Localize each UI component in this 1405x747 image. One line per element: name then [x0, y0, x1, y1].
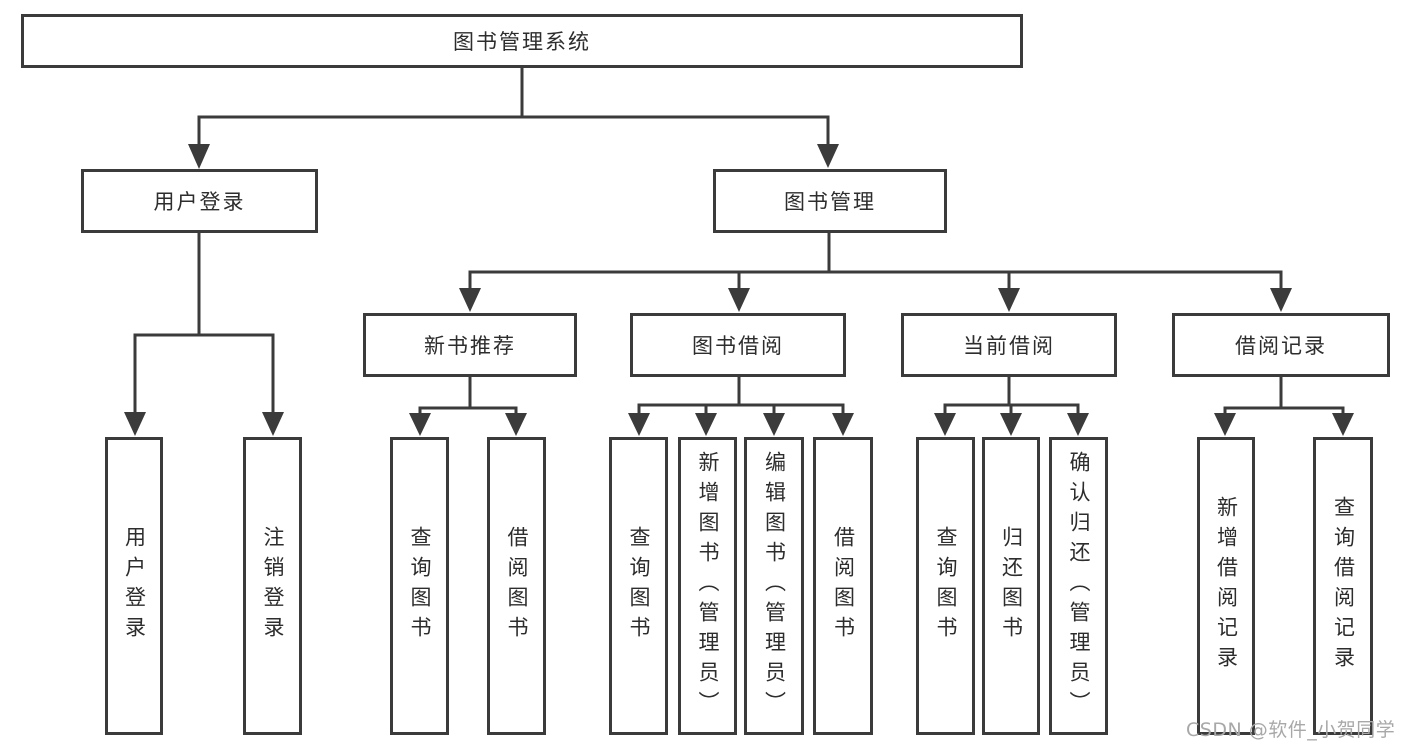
connector-recommend-to-leaves [409, 377, 527, 436]
node-book-borrow: 图书借阅 [630, 313, 846, 377]
leaf-edit-books-admin: 编辑图书（管理员） [744, 437, 804, 735]
leaf-user-login-label: 用户登录 [122, 526, 147, 646]
leaf-borrow-query-books: 查询图书 [609, 437, 668, 735]
leaf-borrow-query-books-label: 查询图书 [627, 526, 651, 646]
node-new-book-recommend-label: 新书推荐 [424, 334, 516, 358]
leaf-add-books-admin-label: 新增图书（管理员） [696, 451, 720, 721]
node-root-library-system: 图书管理系统 [21, 14, 1023, 68]
leaf-recommend-borrow-books-label: 借阅图书 [505, 526, 529, 646]
leaf-confirm-return-admin-label: 确认归还（管理员） [1067, 451, 1091, 721]
csdn-watermark: CSDN @软件_小贺同学 [1186, 719, 1396, 741]
leaf-query-borrow-record: 查询借阅记录 [1313, 437, 1373, 735]
node-current-borrow: 当前借阅 [901, 313, 1117, 377]
connector-borrow-to-leaves [628, 377, 854, 436]
node-borrow-records-label: 借阅记录 [1235, 334, 1327, 358]
node-user-login-branch: 用户登录 [81, 169, 318, 233]
leaf-add-borrow-record-label: 新增借阅记录 [1214, 496, 1239, 676]
leaf-borrow-books-label: 借阅图书 [831, 526, 856, 646]
leaf-return-books: 归还图书 [982, 437, 1040, 735]
leaf-logout: 注销登录 [243, 437, 302, 735]
leaf-edit-books-admin-label: 编辑图书（管理员） [762, 451, 787, 721]
leaf-return-books-label: 归还图书 [999, 526, 1024, 646]
leaf-add-borrow-record: 新增借阅记录 [1197, 437, 1255, 735]
node-user-login-label: 用户登录 [153, 190, 246, 214]
connector-login-to-leaves [124, 233, 284, 436]
leaf-current-query-books: 查询图书 [916, 437, 975, 735]
leaf-user-login: 用户登录 [105, 437, 163, 735]
node-book-management-branch: 图书管理 [713, 169, 947, 233]
leaf-current-query-books-label: 查询图书 [934, 526, 958, 646]
node-new-book-recommend: 新书推荐 [363, 313, 577, 377]
leaf-recommend-query-books-label: 查询图书 [408, 526, 432, 646]
node-current-borrow-label: 当前借阅 [963, 334, 1055, 358]
connector-root-to-level2 [188, 68, 839, 169]
node-book-borrow-label: 图书借阅 [692, 334, 784, 358]
leaf-confirm-return-admin: 确认归还（管理员） [1049, 437, 1108, 735]
node-borrow-records: 借阅记录 [1172, 313, 1390, 377]
node-book-management-label: 图书管理 [784, 190, 876, 214]
leaf-recommend-query-books: 查询图书 [390, 437, 449, 735]
connector-records-to-leaves [1214, 377, 1354, 436]
leaf-query-borrow-record-label: 查询借阅记录 [1331, 496, 1356, 676]
node-root-label: 图书管理系统 [453, 30, 591, 54]
leaf-add-books-admin: 新增图书（管理员） [678, 437, 737, 735]
leaf-logout-label: 注销登录 [261, 526, 285, 646]
connector-current-to-leaves [934, 377, 1089, 436]
connector-management-to-level3 [459, 233, 1292, 312]
leaf-recommend-borrow-books: 借阅图书 [487, 437, 546, 735]
leaf-borrow-books: 借阅图书 [813, 437, 873, 735]
